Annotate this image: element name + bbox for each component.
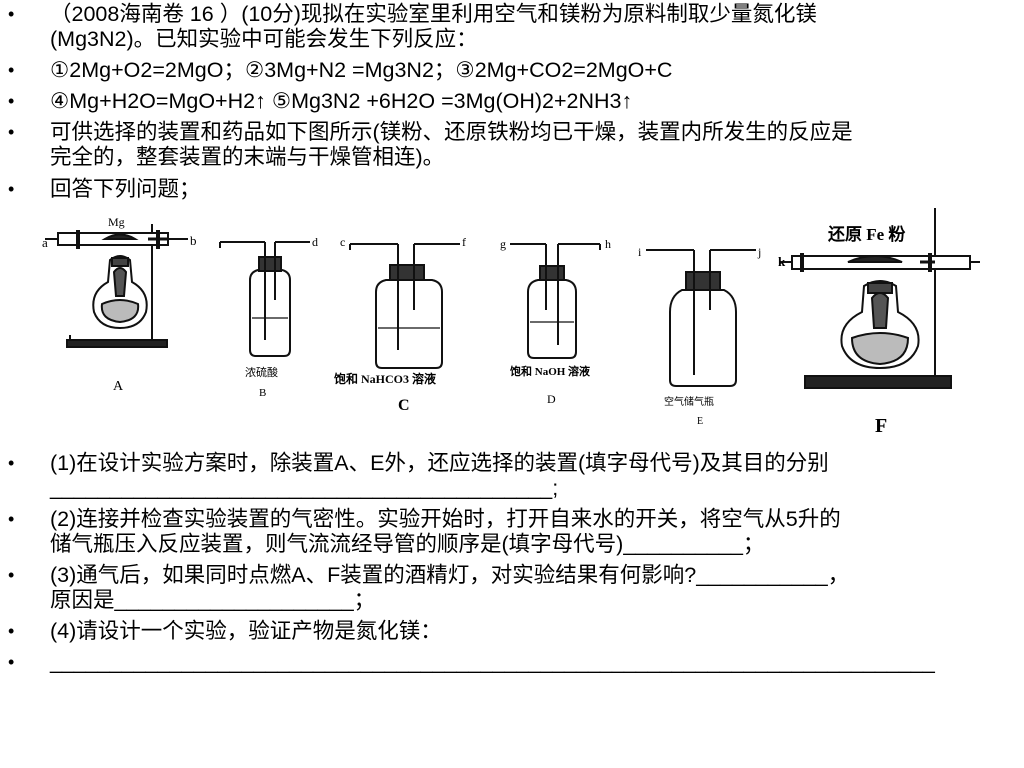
q3-line-2: 原因是____________________； [50,588,376,612]
fe-powder-label: 还原 Fe 粉 [827,224,905,244]
apparatus-line-1: 可供选择的装置和药品如下图所示(镁粉、还原铁粉均已干燥，装置内所发生的反应是 [50,120,853,144]
device-c [349,243,460,369]
device-a [45,224,188,348]
device-e-caption: 空气储气瓶 [664,395,714,408]
port-label-k: k [778,254,786,269]
device-c-label: C [398,397,410,414]
device-d-label: D [547,392,556,406]
device-d-caption: 饱和 NaOH 溶液 [510,364,591,378]
bullet: • [8,565,15,585]
apparatus-line-2: 完全的，整套装置的末端与干燥管相连)。 [50,145,445,169]
device-a-label: A [113,379,124,394]
reactions-line-1: ①2Mg+O2=2MgO；②3Mg+N2 =Mg3N2；③2Mg+CO2=2Mg… [50,58,673,82]
q5-line-1: ________________________________________… [50,650,935,674]
port-label-e-c: c [340,235,345,249]
device-e-label: E [697,416,703,427]
port-label-b: b [190,233,197,248]
bullet: • [8,91,15,111]
bullet: • [8,179,15,199]
q3-line-1: (3)通气后，如果同时点燃A、F装置的酒精灯，对实验结果有何影响?_______… [50,563,850,587]
q4-line-1: (4)请设计一个实验，验证产物是氮化镁： [50,619,442,643]
port-label-d-top: d [312,235,318,249]
port-label-j: j [757,245,761,259]
port-label-i: i [638,245,642,259]
mg-label: Mg [108,215,125,229]
device-b-caption: 浓硫酸 [245,365,278,379]
port-label-g: g [500,237,506,251]
q1-line-2: ________________________________________… [50,476,559,500]
bullet: • [8,60,15,80]
device-c-caption: 饱和 NaHCO3 溶液 [334,371,436,386]
port-label-h: h [605,237,611,251]
intro-line-2: (Mg3N2)。已知实验中可能会发生下列反应： [50,27,478,51]
bullet: • [8,509,15,529]
port-label-f: f [462,235,466,249]
q2-line-1: (2)连接并检查实验装置的气密性。实验开始时，打开自来水的开关，将空气从5升的 [50,507,841,531]
bullet: • [8,621,15,641]
device-f-label: F [875,415,887,437]
device-f [780,208,980,389]
bullet: • [8,652,15,672]
reactions-line-2: ④Mg+H2O=MgO+H2↑ ⑤Mg3N2 +6H2O =3Mg(OH)2+2… [50,89,633,113]
intro-line-1: （2008海南卷 16 ）(10分)现拟在实验室里利用空气和镁粉为原料制取少量氮… [50,2,817,26]
bullet: • [8,453,15,473]
bullet: • [8,122,15,142]
bullet: • [8,4,15,24]
device-e [646,249,756,387]
device-d [510,243,601,359]
answer-prompt: 回答下列问题； [50,177,201,201]
q2-line-2: 储气瓶压入反应装置，则气流流经导管的顺序是(填字母代号)__________； [50,532,765,556]
port-label-a: a [42,235,48,250]
device-b [219,241,310,357]
apparatus-figure: a b Mg A d 浓硫酸 B c f [42,208,980,437]
q1-line-1: (1)在设计实验方案时，除装置A、E外，还应选择的装置(填字母代号)及其目的分别 [50,451,829,475]
device-b-label: B [259,387,266,399]
